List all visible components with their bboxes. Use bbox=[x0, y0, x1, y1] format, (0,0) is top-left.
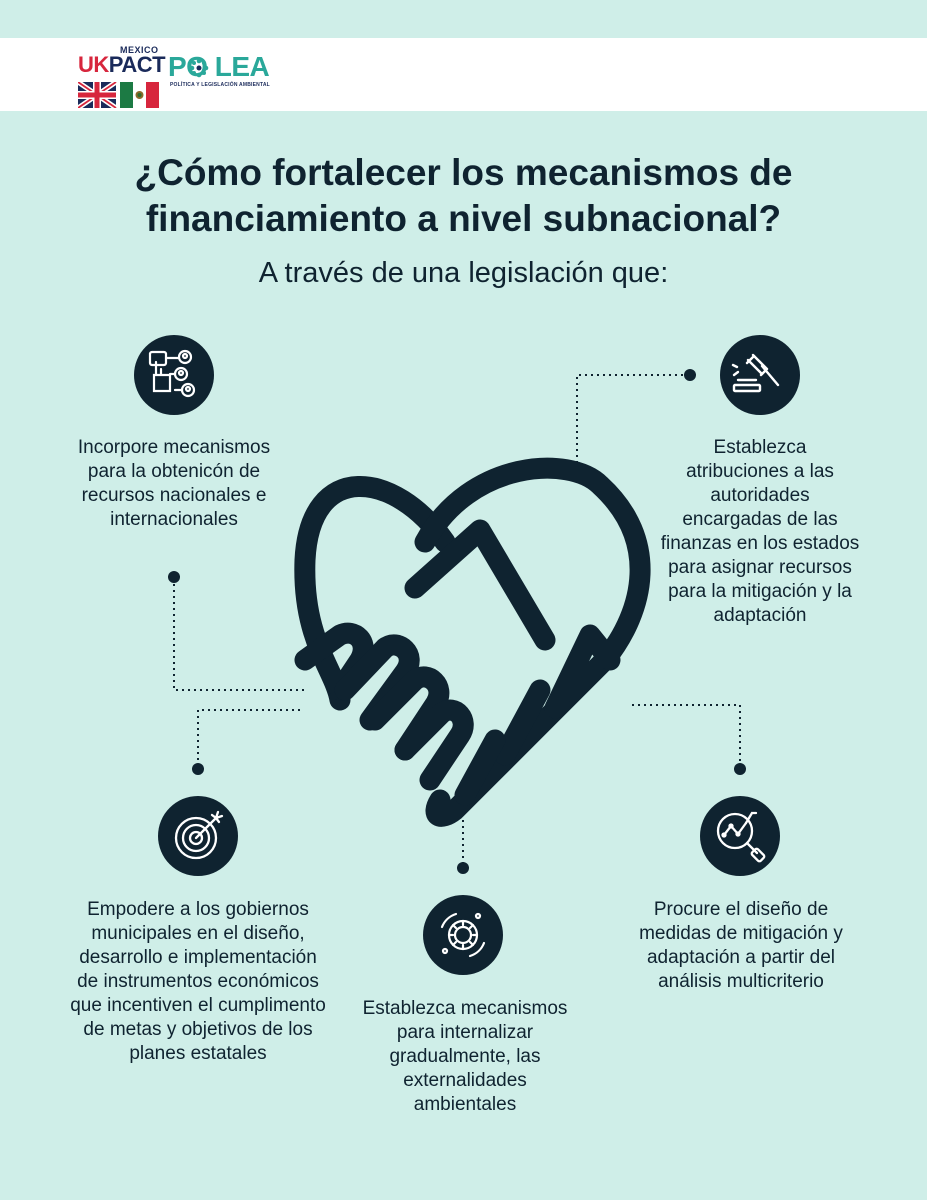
polea-tagline: POLÍTICA Y LEGISLACIÓN AMBIENTAL bbox=[170, 82, 270, 88]
target-icon bbox=[158, 796, 238, 876]
item-4-text: Establezca mecanismos para internalizar … bbox=[362, 998, 568, 1115]
uk-pact-logo: MEXICO UKPACT bbox=[78, 43, 168, 109]
connector-dot-2 bbox=[684, 369, 696, 381]
connector-dot-4 bbox=[457, 862, 469, 874]
connector-item-1 bbox=[173, 578, 305, 691]
uk-pact-prefix: UK bbox=[78, 52, 109, 77]
polea-logo: PO LEA POLÍTICA Y LEGISLACIÓN AMBIENTAL bbox=[168, 51, 270, 92]
page-title: ¿Cómo fortalecer los mecanismos de finan… bbox=[134, 152, 793, 239]
mexico-flag-icon bbox=[120, 82, 159, 108]
header-bar: MEXICO UKPACT PO LEA bbox=[0, 38, 927, 111]
connector-dots bbox=[168, 369, 746, 874]
handshake-heart-icon bbox=[294, 457, 651, 827]
gavel-icon bbox=[720, 335, 800, 415]
hand-network-icon bbox=[134, 335, 214, 415]
connector-dot-3 bbox=[192, 763, 204, 775]
uk-flag-icon bbox=[78, 82, 118, 108]
uk-pact-name: PACT bbox=[108, 52, 166, 77]
connector-item-5 bbox=[632, 704, 741, 769]
polea-flower-icon bbox=[189, 58, 209, 78]
connector-item-2 bbox=[576, 374, 690, 475]
page-subtitle: A través de una legislación que: bbox=[258, 257, 669, 289]
connector-lines bbox=[173, 374, 741, 868]
item-3-text: Empodere a los gobiernos municipales en … bbox=[70, 899, 326, 1064]
gear-icon bbox=[423, 895, 503, 975]
connector-dot-1 bbox=[168, 571, 180, 583]
item-5-text: Procure el diseño de medidas de mitigaci… bbox=[639, 899, 843, 992]
item-1-text: Incorpore mecanismos para la obtenicón d… bbox=[77, 437, 271, 530]
flags-icon bbox=[78, 82, 159, 108]
connector-item-3 bbox=[197, 709, 300, 770]
magnifier-chart-icon bbox=[700, 796, 780, 876]
uk-pact-country: MEXICO bbox=[120, 45, 159, 55]
connector-dot-5 bbox=[734, 763, 746, 775]
polea-name: PO LEA bbox=[168, 51, 270, 82]
item-2-text: Establezca atribuciones a las autoridade… bbox=[660, 437, 860, 626]
